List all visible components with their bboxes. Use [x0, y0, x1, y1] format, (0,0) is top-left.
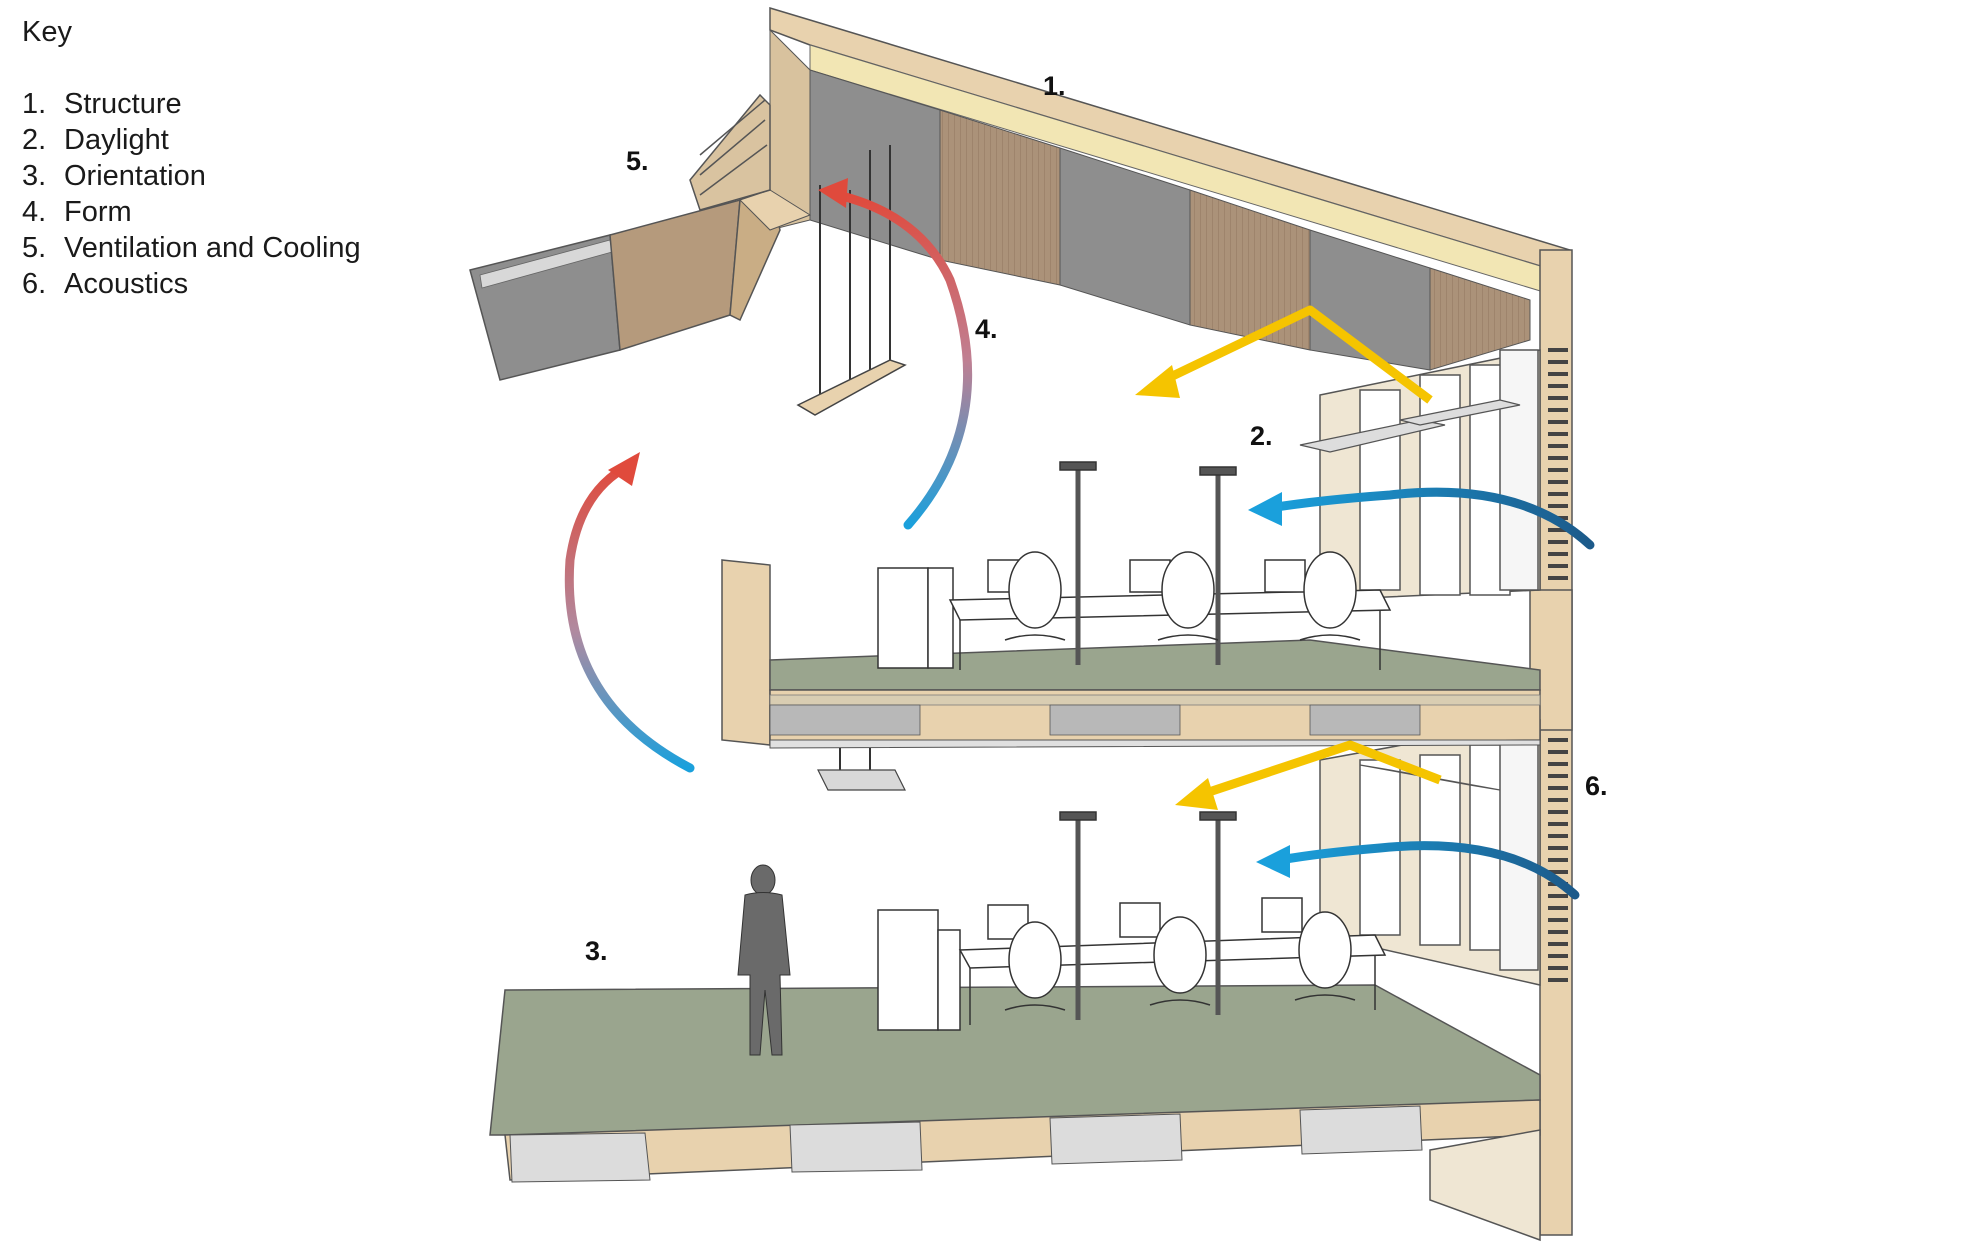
key-item-ventilation: 5. Ventilation and Cooling: [22, 230, 361, 266]
key-item-form: 4. Form: [22, 194, 361, 230]
furniture-lower: [877, 811, 1387, 1031]
roof-structure: [469, 6, 1571, 381]
middle-floor: [721, 559, 1541, 791]
diagram-key: Key 1. Structure 2. Daylight 3. Orientation…: [22, 14, 361, 302]
person-silhouette-icon: [737, 864, 791, 1056]
key-item-label: Orientation: [64, 160, 206, 192]
key-item-number: 2.: [22, 124, 47, 156]
key-item-orientation: 3. Orientation: [22, 158, 361, 194]
key-title: Key: [22, 16, 72, 48]
key-item-number: 4.: [22, 196, 47, 228]
key-item-label: Structure: [64, 88, 182, 120]
daylight-arrow-lower: [1175, 740, 1442, 810]
key-item-number: 1.: [22, 88, 47, 120]
key-item-number: 3.: [22, 160, 47, 192]
callout-acoustics: 6.: [1585, 771, 1608, 801]
upper-windows: [1299, 349, 1541, 601]
key-item-daylight: 2. Daylight: [22, 122, 361, 158]
key-item-number: 6.: [22, 268, 47, 300]
key-item-acoustics: 6. Acoustics: [22, 266, 361, 302]
cool-air-arrow-upper: [1248, 487, 1595, 550]
callout-orientation: 3.: [585, 936, 608, 966]
pendant-light: [796, 145, 907, 416]
key-item-label: Acoustics: [64, 268, 189, 300]
callout-daylight: 2.: [1250, 421, 1273, 451]
furniture-upper: [877, 461, 1392, 670]
daylight-arrow-upper: [1135, 305, 1433, 404]
key-item-label: Form: [64, 196, 132, 228]
callout-structure: 1.: [1043, 71, 1066, 101]
ground-floor: [489, 984, 1541, 1242]
warm-air-arrow-center: [818, 178, 973, 530]
warm-air-arrow-left: [564, 452, 695, 773]
callout-ventilation: 5.: [626, 146, 649, 176]
key-item-label: Ventilation and Cooling: [64, 232, 361, 264]
key-list: 1. Structure 2. Daylight 3. Orientation 4. F…: [22, 86, 361, 302]
key-item-label: Daylight: [64, 124, 169, 156]
key-item-structure: 1. Structure: [22, 86, 361, 122]
cool-air-arrow-lower: [1256, 841, 1580, 900]
key-item-number: 5.: [22, 232, 47, 264]
callout-form: 4.: [975, 314, 998, 344]
